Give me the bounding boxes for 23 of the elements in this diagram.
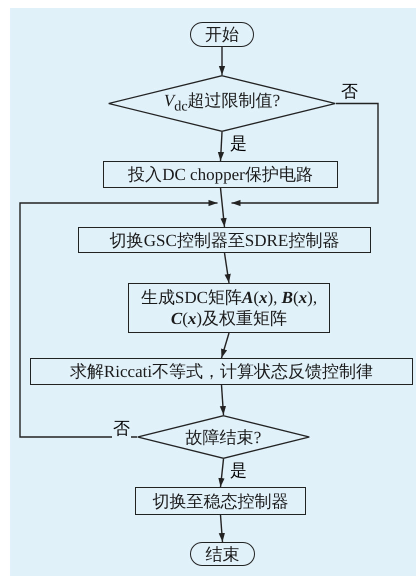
arrow	[232, 102, 379, 206]
arrow	[224, 252, 231, 284]
edge-label: 是	[229, 462, 248, 480]
edge-label: 否	[112, 420, 131, 438]
arrow	[19, 200, 218, 438]
process-box: 投入DC chopper保护电路	[103, 161, 338, 188]
process-box: 生成SDC矩阵A(x), B(x), C(x)及权重矩阵	[128, 283, 330, 333]
edge-label: 是	[229, 135, 248, 153]
terminal-pill: 开始	[190, 22, 254, 47]
arrow	[220, 188, 227, 228]
arrow	[218, 458, 225, 488]
terminal-pill: 结束	[190, 542, 255, 566]
decision-diamond: V$_{dc}$超过限制值?	[108, 75, 336, 132]
arrow	[220, 384, 226, 416]
arrow	[218, 514, 225, 542]
arrow	[220, 332, 230, 358]
process-box: 切换至稳态控制器	[135, 487, 306, 515]
arrow	[218, 132, 224, 162]
process-box: 求解Riccati不等式，计算状态反馈控制律	[30, 358, 413, 385]
decision-diamond: 故障结束?	[137, 415, 310, 459]
edge-label: 否	[340, 83, 359, 101]
process-box: 切换GSC控制器至SDRE控制器	[78, 227, 371, 253]
arrow	[218, 47, 226, 75]
